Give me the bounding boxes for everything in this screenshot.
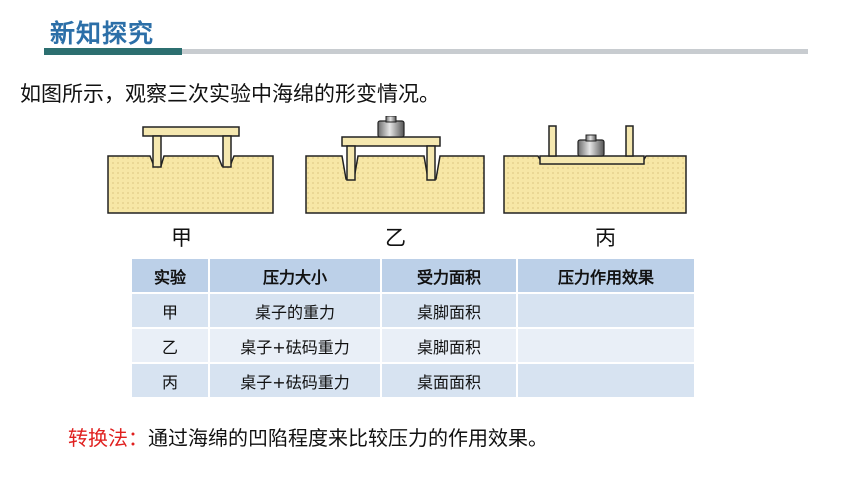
figure-label-yi: 乙 (385, 226, 406, 250)
table-cell: 乙 (130, 327, 210, 364)
table-header-row: 实验 压力大小 受力面积 压力作用效果 (130, 257, 696, 294)
table-row: 丙 桌子+砝码重力 桌面面积 (130, 362, 696, 399)
sponge-yi (305, 155, 485, 214)
experiment-table: 实验 压力大小 受力面积 压力作用效果 甲 桌子的重力 桌脚面积 乙 桌子+砝码… (130, 257, 696, 399)
table-cell: 甲 (130, 292, 210, 329)
table-cell: 桌子的重力 (208, 292, 382, 329)
experiment-illustration (107, 116, 687, 214)
weight-bing (577, 134, 605, 157)
header-contact-area: 受力面积 (380, 257, 518, 294)
sponge-jia (107, 155, 274, 214)
method-text: 通过海绵的凹陷程度来比较压力的作用效果。 (148, 426, 548, 450)
title-underline-accent (44, 48, 182, 55)
weight-yi (377, 116, 405, 138)
table-cell-effect (516, 362, 696, 399)
figure-label-jia: 甲 (171, 226, 192, 250)
experiment-figure (106, 116, 696, 220)
section-header: 新知探究 (44, 10, 808, 56)
section-title: 新知探究 (50, 19, 155, 48)
table-cell: 桌面面积 (380, 362, 518, 399)
table-cell-effect (516, 292, 696, 329)
header-pressure-force: 压力大小 (208, 257, 382, 294)
table-row: 乙 桌子+砝码重力 桌脚面积 (130, 327, 696, 364)
intro-text: 如图所示，观察三次实验中海绵的形变情况。 (20, 82, 440, 106)
header-pressure-effect: 压力作用效果 (516, 257, 696, 294)
title-underline (182, 49, 808, 54)
header-experiment: 实验 (130, 257, 210, 294)
figure-label-bing: 丙 (595, 226, 616, 250)
table-cell: 桌子+砝码重力 (208, 327, 382, 364)
table-jia (142, 126, 240, 168)
table-cell: 桌子+砝码重力 (208, 362, 382, 399)
table-cell: 桌脚面积 (380, 292, 518, 329)
table-row: 甲 桌子的重力 桌脚面积 (130, 292, 696, 329)
method-label: 转换法： (68, 426, 148, 450)
table-cell-effect (516, 327, 696, 364)
table-cell: 桌脚面积 (380, 327, 518, 364)
method-note: 转换法：通过海绵的凹陷程度来比较压力的作用效果。 (68, 422, 548, 451)
table-cell: 丙 (130, 362, 210, 399)
